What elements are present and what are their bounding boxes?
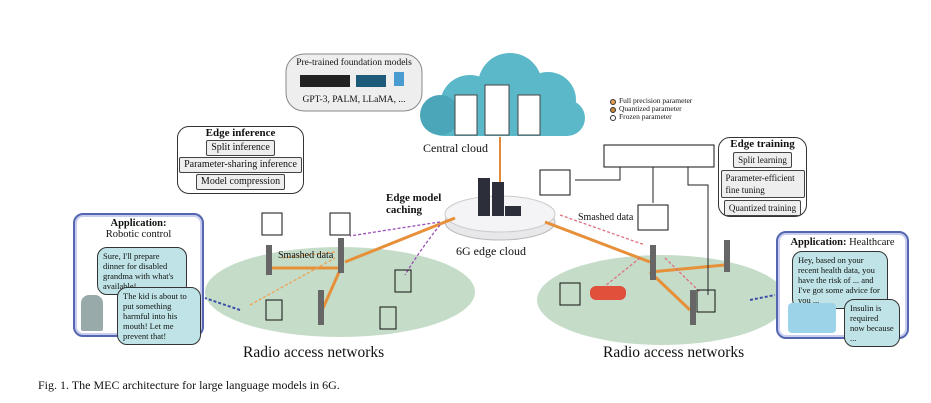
central-cloud-label: Central cloud <box>423 141 488 155</box>
edge-training-title: Edge training <box>730 138 795 150</box>
ran-right-area <box>537 255 787 345</box>
neural-network-icons <box>261 144 716 330</box>
edge-cloud-icon <box>444 178 556 241</box>
robot-icon <box>81 295 103 331</box>
doctor-icon <box>788 303 836 333</box>
legend-dot-quant <box>610 107 616 113</box>
chip-parameter-sharing: Parameter-sharing inference <box>179 157 302 173</box>
app-right-subtitle: Healthcare <box>849 237 895 248</box>
chip-model-compression: Model compression <box>195 174 286 190</box>
edge-inference-box: Edge inference Split inference Parameter… <box>177 126 304 194</box>
legend-quant: Quantized parameter <box>619 104 682 113</box>
pretrained-models: GPT-3, PALM, LLaMA, ... <box>302 95 406 105</box>
smashed-data-right: Smashed data <box>578 212 634 223</box>
robot-message-2: The kid is about to put something harmfu… <box>117 287 201 345</box>
health-message-2: Insulin is required now because ... <box>844 299 900 347</box>
legend: Full precision parameter Quantized param… <box>619 97 692 121</box>
app-healthcare: Application: Healthcare Hey, based on yo… <box>776 231 909 347</box>
app-left-subtitle: Robotic control <box>105 229 172 240</box>
chip-split-inference: Split inference <box>206 140 275 156</box>
edge-caching-label: Edge model caching <box>386 192 442 216</box>
edge-training-box: Edge training Split learning Parameter-e… <box>718 137 807 217</box>
app-robotic-control: Application: Robotic control Sure, I'll … <box>73 213 204 345</box>
edge-inference-title: Edge inference <box>205 127 276 139</box>
chip-quantized-training: Quantized training <box>723 200 802 216</box>
legend-dot-full <box>610 99 616 105</box>
car-icon <box>590 286 626 300</box>
ran-left-label: Radio access networks <box>243 344 385 361</box>
legend-full: Full precision parameter <box>619 96 693 105</box>
ran-right-label: Radio access networks <box>603 344 745 361</box>
figure-caption: Fig. 1. The MEC architecture for large l… <box>38 378 340 392</box>
caching-arrow <box>349 221 441 237</box>
app-left-title: Application: <box>110 218 167 229</box>
central-cloud-icon <box>420 53 585 136</box>
legend-frozen: Frozen parameter <box>619 112 672 121</box>
pretrained-bubble-shape <box>285 53 423 112</box>
edge-cloud-label: 6G edge cloud <box>456 244 526 258</box>
chip-split-learning: Split learning <box>733 152 792 168</box>
app-right-title: Application: <box>790 237 847 248</box>
base-station-icons <box>266 238 730 325</box>
pretrained-title: Pre-trained foundation models <box>296 58 412 68</box>
chip-peft: Parameter-efficient fine tuning <box>720 170 805 198</box>
smashed-data-left: Smashed data <box>278 250 334 261</box>
legend-dot-frozen <box>610 115 616 121</box>
